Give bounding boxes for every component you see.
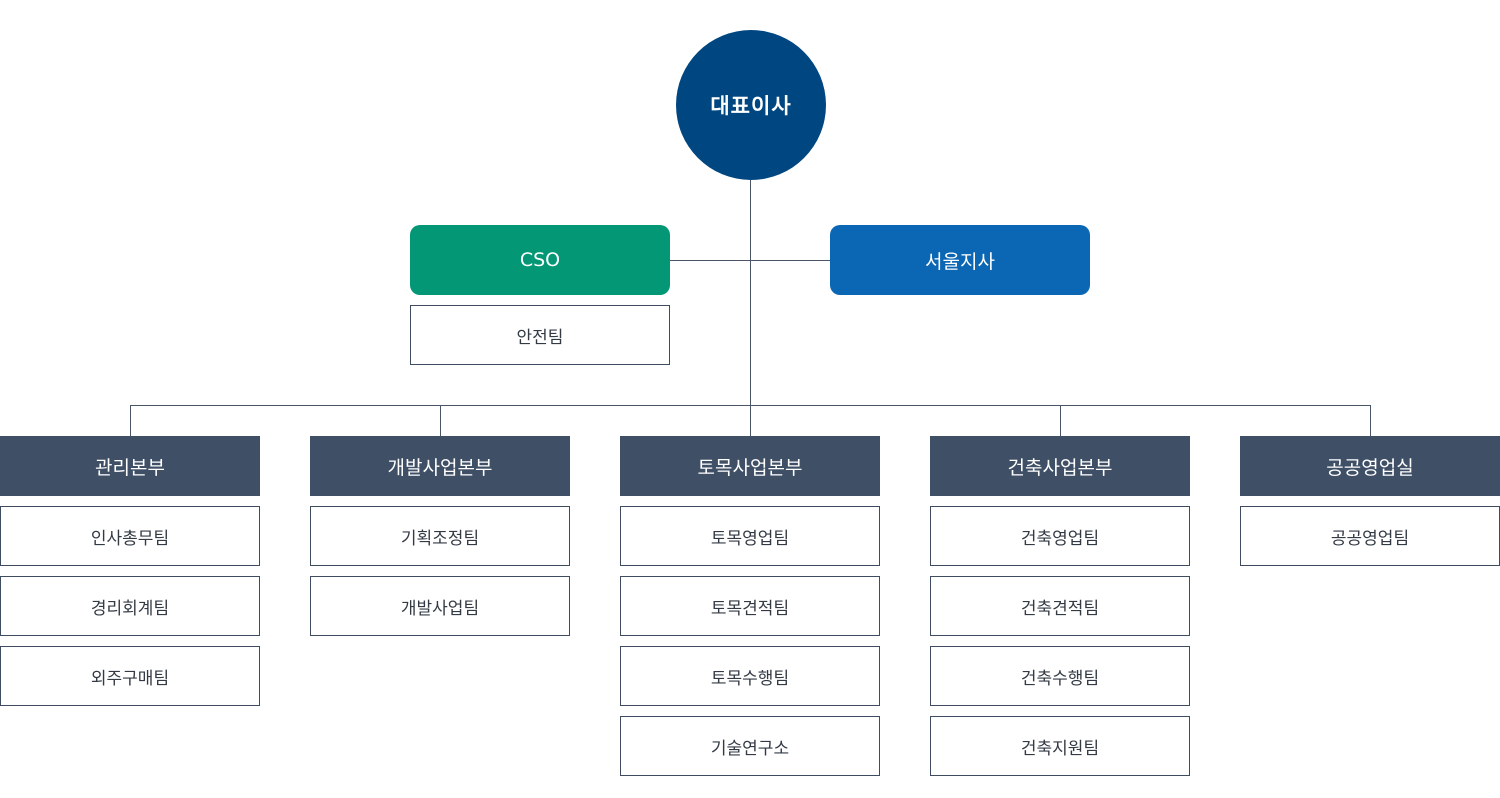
ceo-node: 대표이사 [676, 30, 826, 180]
team-box: 기획조정팀 [310, 506, 570, 566]
team-box: 토목수행팀 [620, 646, 880, 706]
team-box: 경리회계팀 [0, 576, 260, 636]
team-box: 건축지원팀 [930, 716, 1190, 776]
connector-division-1 [130, 405, 131, 436]
connector-trunk [750, 180, 751, 436]
safety-team-box: 안전팀 [410, 305, 670, 365]
team-box: 건축영업팀 [930, 506, 1190, 566]
team-box: 외주구매팀 [0, 646, 260, 706]
division-header-civil: 토목사업본부 [620, 436, 880, 496]
division-header-architecture: 건축사업본부 [930, 436, 1190, 496]
team-box: 기술연구소 [620, 716, 880, 776]
division-header-management: 관리본부 [0, 436, 260, 496]
division-header-public-sales: 공공영업실 [1240, 436, 1500, 496]
connector-division-4 [1060, 405, 1061, 436]
connector-division-bus [130, 405, 1371, 406]
connector-division-2 [440, 405, 441, 436]
division-header-development: 개발사업본부 [310, 436, 570, 496]
team-box: 건축견적팀 [930, 576, 1190, 636]
team-box: 인사총무팀 [0, 506, 260, 566]
team-box: 건축수행팀 [930, 646, 1190, 706]
team-box: 토목영업팀 [620, 506, 880, 566]
team-box: 토목견적팀 [620, 576, 880, 636]
team-box: 공공영업팀 [1240, 506, 1500, 566]
cso-node: CSO [410, 225, 670, 295]
team-box: 개발사업팀 [310, 576, 570, 636]
connector-division-5 [1370, 405, 1371, 436]
seoul-branch-node: 서울지사 [830, 225, 1090, 295]
connector-cso-branch [670, 260, 830, 261]
